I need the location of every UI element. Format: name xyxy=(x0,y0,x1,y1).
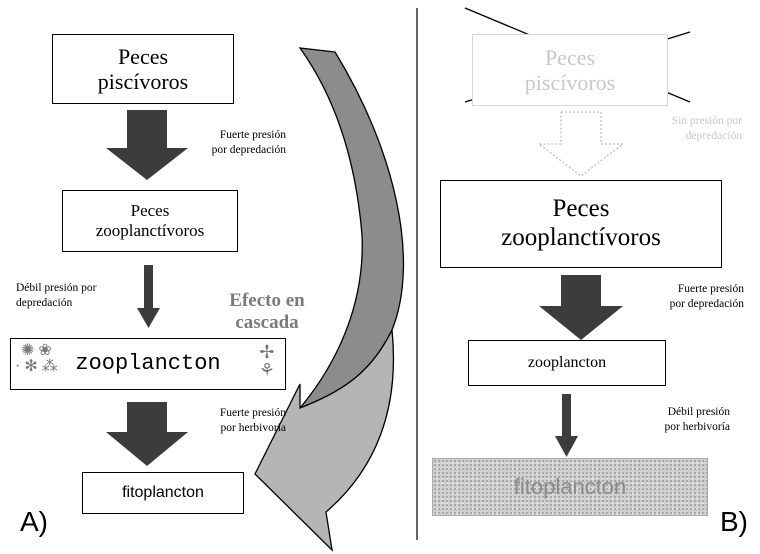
box-a-zooplankton: ✺ ❀· ✻ ⁂ zooplancton ✢⚘ xyxy=(10,338,286,390)
label-b-no-predation: Sin presión por depredación xyxy=(671,115,742,142)
panel-label-b: B) xyxy=(720,506,748,537)
label-a-weak-predation: Débil presión por depredación xyxy=(16,282,97,309)
label-b-strong-predation: Fuerte presión por depredación xyxy=(669,283,744,310)
box-a-phytoplankton: fitoplancton xyxy=(82,472,244,514)
box-a-piscivorous-fish: Peces piscívoros xyxy=(52,34,234,104)
arrow-b-herbivory-weak xyxy=(555,394,578,457)
zooplankton-illustration-right: ✢⚘ xyxy=(258,342,275,380)
box-b-zooplankton: zooplancton xyxy=(468,340,666,386)
zooplankton-label: zooplancton xyxy=(75,351,221,377)
label-b-weak-herbivory: Débil presión por herbivoría xyxy=(664,406,730,433)
zooplankton-illustration-left: ✺ ❀· ✻ ⁂ xyxy=(15,342,58,375)
arrow-a-herbivory-strong xyxy=(106,402,188,466)
label-a-strong-herbivory: Fuerte presión por herbivoría xyxy=(219,407,286,434)
box-b-zooplanktivorous-fish: Peces zooplanctívoros xyxy=(440,180,722,268)
box-b-phytoplankton: fitoplancton xyxy=(432,458,708,516)
arrow-a-predation-weak xyxy=(137,265,160,328)
label-cascade-effect: Efecto en cascada xyxy=(229,290,305,333)
arrow-b-predation-none xyxy=(537,111,625,177)
label-a-strong-predation: Fuerte presión por depredación xyxy=(211,129,286,156)
arrow-b-predation-strong xyxy=(539,275,623,340)
arrow-a-predation-strong xyxy=(106,110,188,180)
box-a-zooplanktivorous-fish: Peces zooplanctívoros xyxy=(62,190,238,252)
box-b-piscivorous-fish: Peces piscívoros xyxy=(472,34,668,106)
cascade-lower-band xyxy=(254,327,395,552)
panel-label-a: A) xyxy=(20,506,48,537)
